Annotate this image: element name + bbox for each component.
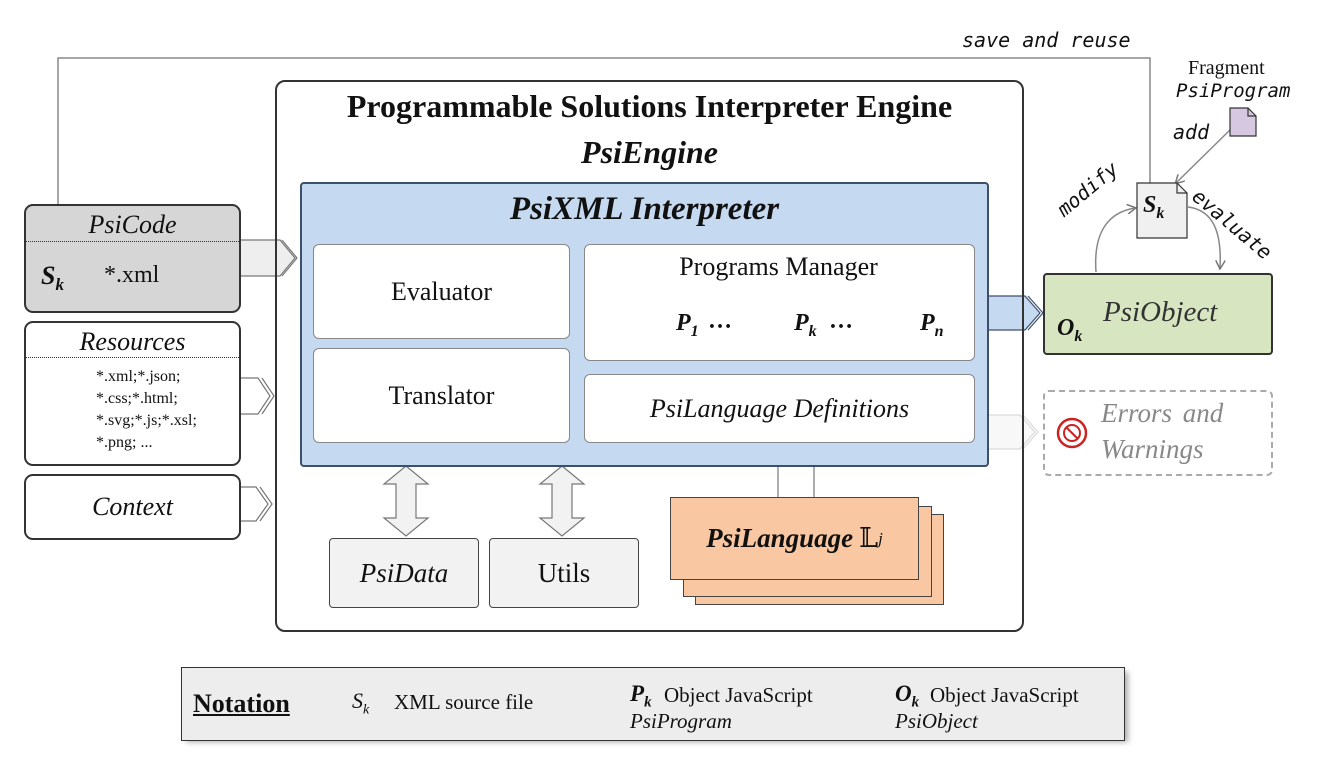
utils-label: Utils [537,557,591,588]
psiobject-o-label: Ok [1057,315,1083,345]
translator-label: Translator [388,380,495,410]
program-ellipsis-1: … [708,308,732,334]
language-sub: j [878,528,883,548]
add-label: add [1173,120,1210,144]
fragment-sub: PsiProgram [1176,80,1291,102]
psicode-file-symbol: Sk [41,261,64,295]
psidata-box: PsiData [329,538,479,608]
errors-stop-icon [1056,417,1088,449]
resources-line-2: *.css;*.html; [96,390,178,407]
evaluate-arrow [1187,206,1220,268]
resources-box [24,321,241,466]
errors-line-2: Warnings [1101,434,1204,464]
notation-box [181,667,1125,741]
resources-line-1: *.xml;*.json; [96,368,181,385]
save-reuse-line [58,57,1151,243]
context-box: Context [24,474,241,540]
engine-title: Programmable Solutions Interpreter Engin… [346,87,953,124]
psicode-ext: *.xml [104,262,160,288]
evaluator-box: Evaluator [313,244,570,339]
sk-right-label: Sk [1143,192,1165,222]
notation-pk-symbol: Pk [630,681,652,711]
definitions-box: PsiLanguage Definitions [584,374,975,443]
engine-box [275,80,1024,632]
language-label: PsiLanguage [706,523,854,553]
context-label: Context [92,492,173,521]
notation-sk-text: XML source file [394,690,534,714]
errors-box [1043,390,1273,476]
engine-subtitle: PsiEngine [581,133,718,170]
context-chevron [237,486,273,522]
psidata-double-arrow [382,465,430,537]
errors-line-1: Errors and [1101,398,1224,428]
psicode-divider [26,241,239,242]
notation-title: Notation [193,689,290,718]
save-reuse-label: save and reuse [962,28,1131,52]
notation-ok-symbol: Ok [895,681,920,711]
modify-arrow [1094,208,1135,273]
programs-manager-box [584,244,975,361]
fragment-file-icon [1229,107,1257,137]
notation-ok-subtext: PsiObject [895,709,978,733]
program-ellipsis-2: … [829,308,853,334]
translator-box: Translator [313,348,570,443]
sk-file-icon-right [1136,182,1188,239]
psicode-title: PsiCode [88,210,177,239]
utils-box: Utils [489,538,639,608]
psidata-label: PsiData [359,557,449,588]
programs-manager-title: Programs Manager [679,252,878,281]
interpreter-title: PsiXML Interpreter [509,190,780,227]
definitions-label: PsiLanguage Definitions [649,393,910,423]
psiobject-label: PsiObject [1103,296,1218,328]
utils-double-arrow [538,465,586,537]
resources-line-3: *.svg;*.js;*.xsl; [96,412,197,429]
program-pk-label: Pk [794,310,817,340]
psiobject-box [1043,273,1273,355]
add-arrow [1176,127,1233,183]
notation-pk-subtext: PsiProgram [630,709,732,733]
notation-sk-symbol: Sk [352,688,370,718]
fragment-title: Fragment [1188,57,1265,79]
resources-title: Resources [79,327,186,356]
notation-ok-text: Object JavaScript [930,683,1079,707]
evaluator-label: Evaluator [390,276,493,306]
resources-chevron [239,377,275,415]
resources-divider [26,357,239,358]
program-p1-label: P1 [676,310,699,340]
psicode-box [24,204,241,313]
notation-pk-text: Object JavaScript [664,683,813,707]
program-pn-label: Pn [920,310,944,340]
language-symbol: 𝕃 [859,523,879,554]
resources-line-4: *.png; ... [96,434,153,451]
